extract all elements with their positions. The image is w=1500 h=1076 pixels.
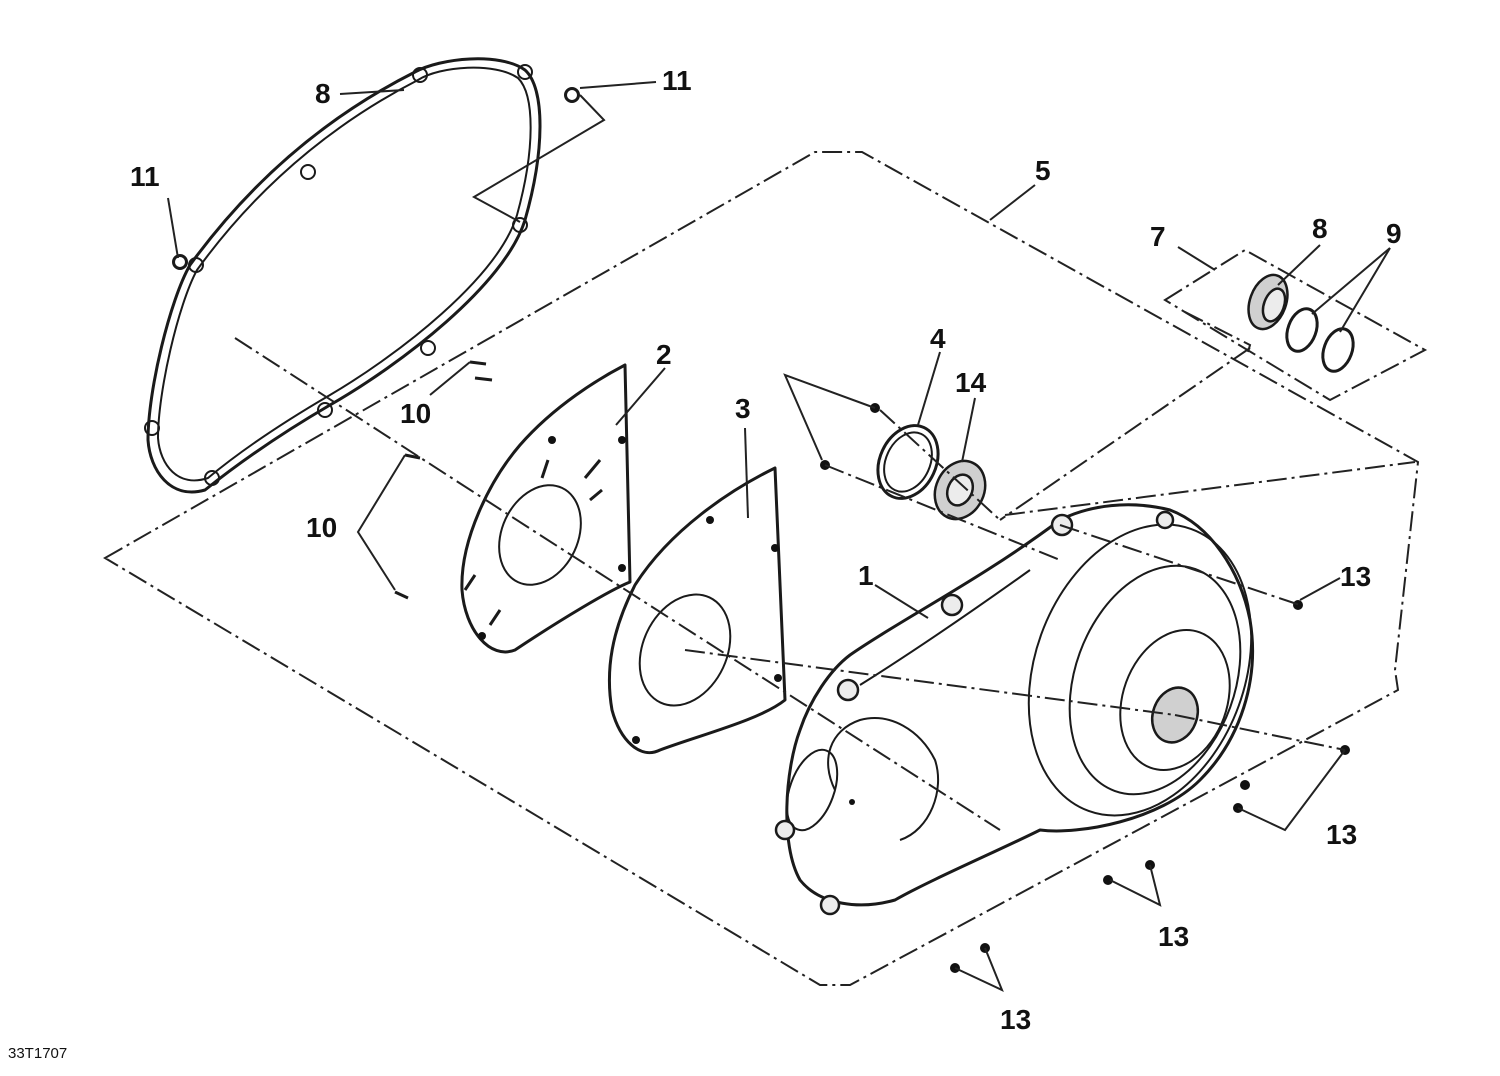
drawing-code: 33T1707 [8, 1045, 67, 1062]
seal-plate [607, 466, 787, 755]
callout-3: 3 [735, 393, 751, 424]
callout-8-gasket: 8 [315, 78, 331, 109]
callout-10-lower: 10 [306, 512, 337, 543]
kit-o-rings [1285, 307, 1355, 373]
centre-lines [234, 337, 1416, 831]
ball-bearing [933, 459, 987, 521]
kit-seal [1247, 273, 1289, 331]
callout-13-right: 13 [1340, 561, 1371, 592]
cover-gasket [144, 57, 580, 494]
callout-1: 1 [858, 560, 874, 591]
callout-13-bottom: 13 [1000, 1004, 1031, 1035]
callout-5: 5 [1035, 155, 1051, 186]
callout-9: 9 [1386, 218, 1402, 249]
callout-10-upper: 10 [400, 398, 431, 429]
fasteners [173, 88, 1350, 973]
callout-13-lower-right: 13 [1326, 819, 1357, 850]
callout-2: 2 [656, 339, 672, 370]
callout-11-left: 11 [130, 161, 160, 192]
callout-8-kit: 8 [1312, 213, 1328, 244]
air-guide-plate [460, 363, 632, 654]
callout-7: 7 [1150, 221, 1166, 252]
callout-13-bottom-middle: 13 [1158, 921, 1189, 952]
callout-14: 14 [955, 367, 987, 398]
assembly-frame-outline [103, 151, 1420, 986]
callout-4: 4 [930, 323, 946, 354]
cvt-cover [774, 503, 1254, 916]
callout-11-right: 11 [662, 65, 692, 96]
kit-frame-outline [1163, 248, 1428, 402]
o-ring [876, 424, 940, 500]
leader-lines [167, 81, 1391, 992]
